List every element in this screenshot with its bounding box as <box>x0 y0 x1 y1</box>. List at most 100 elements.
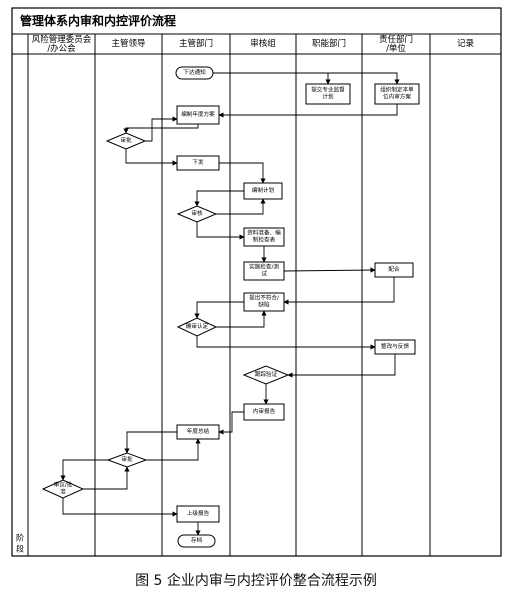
terminal-shape <box>175 66 214 80</box>
node-label: 计划 <box>322 92 334 100</box>
lane-header: 审核组 <box>250 38 276 49</box>
node-label: 审核 <box>191 209 203 217</box>
decision-diamond <box>176 205 218 223</box>
node-verify: 跟踪验证 <box>242 365 290 385</box>
node-rectify: 整改与反馈 <box>374 339 416 355</box>
node-approve1: 审批 <box>105 132 147 150</box>
diagram-title: 管理体系内审和内控评价流程 <box>20 13 176 28</box>
process-box <box>243 403 285 421</box>
lane-header: 记录 <box>457 39 475 49</box>
outer-border <box>11 7 502 557</box>
node-label: 整改与反馈 <box>381 342 409 350</box>
edge-cooperate-to-nonconf <box>283 277 395 305</box>
lane-header-line1: 责任部门 <box>379 34 413 45</box>
node-confirm: 确审认定 <box>176 317 218 337</box>
node-label: 缺陷 <box>258 300 270 308</box>
node-label: 组织制定本单 <box>380 86 414 94</box>
node-label: 配合 <box>388 265 400 273</box>
edge-rectify-to-verify <box>287 354 396 378</box>
lane-header: 职能部门 <box>312 38 346 49</box>
decision-diamond <box>242 365 290 385</box>
node-label: 编制计划 <box>252 186 275 194</box>
edge-approve-to-send <box>125 149 178 166</box>
node-send: 下发 <box>176 155 220 171</box>
stage-label-char: 段 <box>16 544 24 554</box>
node-label: 位内审方案 <box>383 92 411 100</box>
lane-header: 主管部门 <box>179 38 213 49</box>
process-box <box>243 227 285 247</box>
process-box <box>176 155 220 171</box>
node-review1: 审核 <box>176 205 218 223</box>
edge-review-reject-back <box>83 466 130 490</box>
lane-header-line2: /单位 <box>386 43 406 54</box>
process-box <box>243 292 285 312</box>
process-box <box>243 182 283 200</box>
edge-report-to-summary <box>218 411 244 435</box>
process-box <box>176 505 220 523</box>
node-label: 资料准备、编 <box>247 229 281 237</box>
lane-header: 风险管理委员会/办公会 <box>32 34 92 54</box>
node-issue: 下达通知 <box>175 66 214 80</box>
node-submit: 上级报告 <box>176 505 220 523</box>
edge-send-to-audit-plan <box>219 162 266 184</box>
node-archive: 存档 <box>177 534 216 548</box>
process-box <box>374 83 420 105</box>
node-label: 提出不符合/ <box>249 294 279 302</box>
process-box <box>176 105 220 125</box>
edge-approve2-to-review <box>60 459 108 481</box>
figure-caption: 图 5 企业内审与内控评价整合流程示例 <box>135 573 377 589</box>
node-inspect: 实施检查/测试 <box>243 261 285 281</box>
node-label: 编制年度方案 <box>181 110 215 118</box>
lane-header-label: 记录 <box>457 39 475 49</box>
node-summary: 年度总结 <box>176 424 220 440</box>
node-audit-plan: 编制计划 <box>243 182 283 200</box>
edge-issue-to-resp-plan <box>213 72 400 85</box>
node-nonconf: 提出不符合/缺陷 <box>243 292 285 312</box>
lane-header: 主管领导 <box>111 38 146 49</box>
edge-confirm-reject <box>216 310 267 328</box>
lane-header-label: 主管部门 <box>179 38 213 49</box>
edge-review-to-submit <box>62 498 178 517</box>
node-label: 审批 <box>121 455 133 463</box>
process-box <box>374 262 414 278</box>
process-box <box>243 261 285 281</box>
node-label: 审议/批 <box>54 481 73 489</box>
node-label: 上级报告 <box>187 509 210 517</box>
process-box <box>176 424 220 440</box>
process-box <box>305 83 351 105</box>
stage-label-char: 阶 <box>16 533 24 543</box>
edge-audit-plan-to-review <box>194 190 244 207</box>
edge-review-reject <box>216 198 266 215</box>
lane-header-line1: 风险管理委员会 <box>32 34 92 45</box>
node-label: 试 <box>261 269 267 277</box>
node-review2: 审议/批准 <box>41 479 85 499</box>
edge-summary-to-approve <box>124 431 177 454</box>
edge-inspect-to-cooperate <box>283 267 376 273</box>
node-label: 存档 <box>191 536 203 544</box>
decision-diamond <box>106 452 148 468</box>
node-label: 准 <box>60 487 66 495</box>
node-label: 提交专业监督 <box>311 86 345 94</box>
node-report: 内审报告 <box>243 403 285 421</box>
decision-diamond <box>176 317 218 337</box>
edge-resp-plan-to-annual <box>218 104 398 118</box>
edge-approve2-reject <box>146 438 201 461</box>
lane-header: 责任部门/单位 <box>379 34 413 54</box>
lane-header-label: 审核组 <box>250 38 276 49</box>
node-label: 下达通知 <box>183 68 206 76</box>
edge-approve-reject <box>145 116 178 142</box>
edge-nonconf-to-confirm <box>194 301 244 319</box>
node-label: 内审报告 <box>253 407 276 415</box>
node-approve2: 审批 <box>106 452 148 468</box>
decision-diamond <box>105 132 147 150</box>
lane-header-label: 主管领导 <box>111 38 146 49</box>
node-label: 跟踪验证 <box>255 370 278 378</box>
node-cooperate: 配合 <box>374 262 414 278</box>
process-box <box>374 339 416 355</box>
terminal-shape <box>177 534 216 548</box>
node-annual: 编制年度方案 <box>176 105 220 125</box>
